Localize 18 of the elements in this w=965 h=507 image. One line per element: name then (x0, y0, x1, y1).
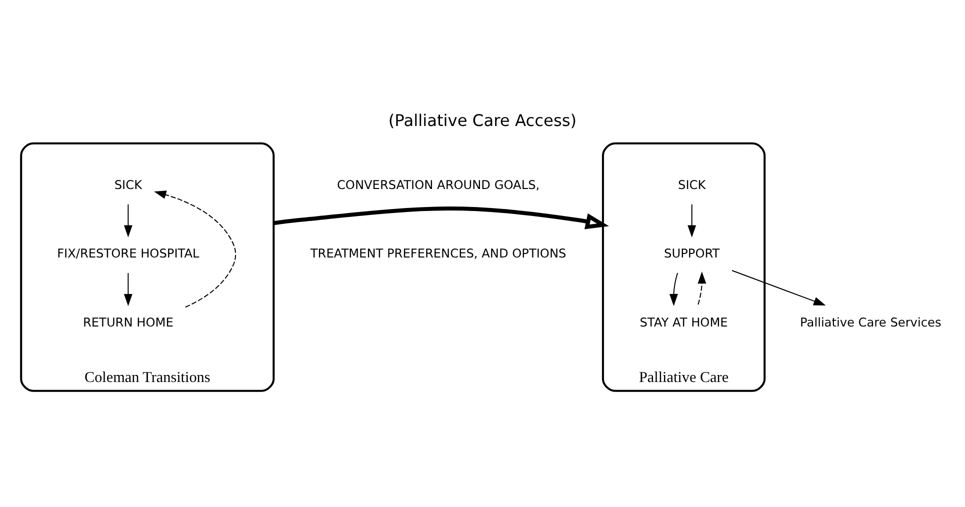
node-text: FIX/RESTORE HOSPITAL (57, 246, 200, 260)
node-text: SUPPORT (664, 246, 720, 260)
node-text: STAY AT HOME (640, 314, 728, 329)
arrow (698, 271, 706, 304)
arrow (732, 270, 826, 305)
label: TREATMENT PREFERENCES, AND OPTIONS (310, 246, 566, 260)
node-text: SICK (114, 177, 142, 192)
arrow (688, 204, 696, 237)
node-text: Palliative Care Services (800, 314, 942, 329)
diagram-title: (Palliative Care Access) (388, 110, 577, 130)
arrow (273, 206, 609, 229)
arrow (124, 272, 132, 306)
label: CONVERSATION AROUND GOALS, (336, 177, 540, 192)
node-text: SICK (678, 177, 706, 192)
arrow (124, 204, 132, 237)
arrow (669, 272, 678, 306)
arrow (154, 190, 236, 308)
node-text: RETURN HOME (82, 314, 174, 329)
